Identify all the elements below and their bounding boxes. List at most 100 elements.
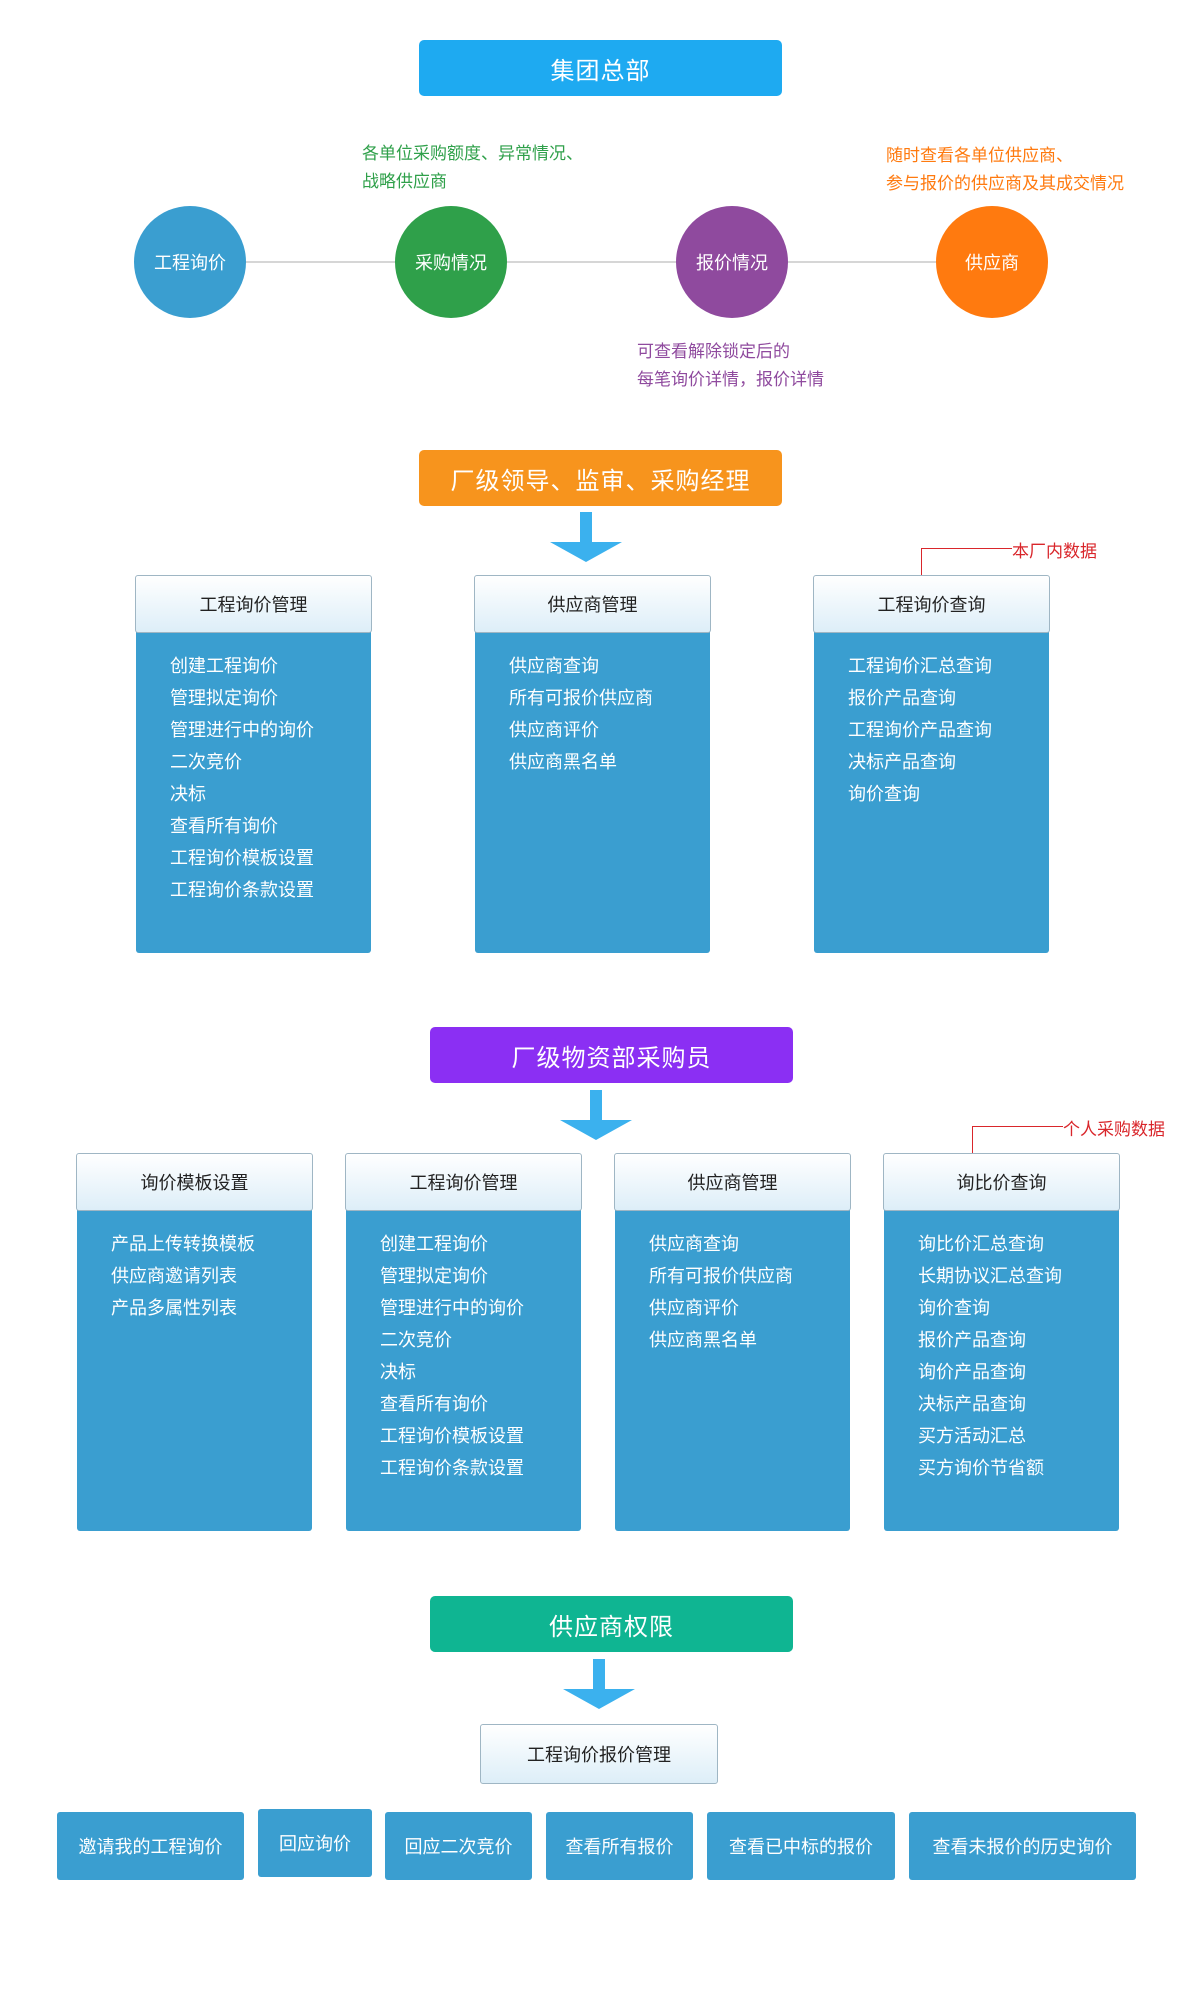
menu-item[interactable]: 询价查询 [848,784,920,805]
menu-item[interactable]: 买方询价节省额 [918,1458,1044,1479]
quote-mgmt-label: 工程询价报价管理 [527,1745,671,1766]
note-line: 可查看解除锁定后的 [637,342,790,362]
card-title: 供应商管理 [614,1153,851,1211]
menu-item[interactable]: 产品上传转换模板 [111,1234,255,1255]
btn-view-unquoted-history[interactable]: 查看未报价的历史询价 [909,1812,1136,1880]
quote-mgmt-box[interactable]: 工程询价报价管理 [480,1724,718,1784]
btn-label: 回应询价 [279,1834,351,1855]
btn-view-won-quotes[interactable]: 查看已中标的报价 [707,1812,895,1880]
menu-item[interactable]: 产品多属性列表 [111,1298,237,1319]
note-line: 参与报价的供应商及其成交情况 [886,174,1124,194]
menu-item[interactable]: 工程询价汇总查询 [848,656,992,677]
btn-invited-inquiries[interactable]: 邀请我的工程询价 [57,1812,244,1880]
menu-item[interactable]: 管理进行中的询价 [380,1298,524,1319]
menu-item[interactable]: 决标产品查询 [848,752,956,773]
red-callout-label: 个人采购数据 [1063,1120,1165,1140]
card-body: 供应商查询 所有可报价供应商 供应商评价 供应商黑名单 [475,625,710,953]
menu-item[interactable]: 工程询价产品查询 [848,720,992,741]
note-purchase: 各单位采购额度、异常情况、 战略供应商 [362,140,583,196]
menu-item[interactable]: 供应商邀请列表 [111,1266,237,1287]
menu-item[interactable]: 二次竞价 [170,752,242,773]
menu-item[interactable]: 查看所有询价 [380,1394,488,1415]
supplier-perm-header: 供应商权限 [430,1596,793,1652]
card-body: 产品上传转换模板 供应商邀请列表 产品多属性列表 [77,1203,312,1531]
btn-label: 邀请我的工程询价 [78,1837,223,1858]
note-line: 随时查看各单位供应商、 [886,146,1073,166]
circle-label: 采购情况 [415,253,487,274]
menu-item[interactable]: 创建工程询价 [170,656,278,677]
menu-item[interactable]: 工程询价条款设置 [380,1458,524,1479]
hq-connector-line [190,261,1010,263]
menu-item[interactable]: 供应商查询 [509,656,599,677]
note-supplier: 随时查看各单位供应商、 参与报价的供应商及其成交情况 [886,142,1124,198]
down-arrow-icon [563,1659,635,1709]
hq-title: 集团总部 [550,56,651,85]
circle-label: 工程询价 [154,253,226,274]
card-supplier-mgmt-2: 供应商管理 供应商查询 所有可报价供应商 供应商评价 供应商黑名单 [614,1153,851,1531]
menu-item[interactable]: 决标 [380,1362,416,1383]
menu-item[interactable]: 询比价汇总查询 [918,1234,1044,1255]
menu-item[interactable]: 管理拟定询价 [170,688,278,709]
btn-label: 回应二次竞价 [404,1837,513,1858]
supplier-perm-title: 供应商权限 [549,1612,674,1641]
btn-view-all-quotes[interactable]: 查看所有报价 [546,1812,693,1880]
menu-item[interactable]: 管理进行中的询价 [170,720,314,741]
menu-item[interactable]: 所有可报价供应商 [509,688,653,709]
note-line: 战略供应商 [362,172,447,192]
down-arrow-icon [550,512,622,562]
menu-item[interactable]: 工程询价模板设置 [380,1426,524,1447]
menu-item[interactable]: 供应商评价 [649,1298,739,1319]
menu-item[interactable]: 报价产品查询 [918,1330,1026,1351]
red-callout-line [921,548,1012,576]
circle-project-inquiry: 工程询价 [134,206,246,318]
circle-label: 报价情况 [696,253,768,274]
factory-leaders-header: 厂级领导、监审、采购经理 [419,450,782,506]
menu-item[interactable]: 供应商查询 [649,1234,739,1255]
card-body: 供应商查询 所有可报价供应商 供应商评价 供应商黑名单 [615,1203,850,1531]
card-body: 创建工程询价 管理拟定询价 管理进行中的询价 二次竞价 决标 查看所有询价 工程… [346,1203,581,1531]
btn-label: 查看所有报价 [565,1837,674,1858]
down-arrow-icon [560,1090,632,1140]
card-body: 创建工程询价 管理拟定询价 管理进行中的询价 二次竞价 决标 查看所有询价 工程… [136,625,371,953]
menu-item[interactable]: 工程询价模板设置 [170,848,314,869]
card-project-inquiry-mgmt-2: 工程询价管理 创建工程询价 管理拟定询价 管理进行中的询价 二次竞价 决标 查看… [345,1153,582,1531]
menu-item[interactable]: 供应商黑名单 [509,752,617,773]
btn-respond-inquiry[interactable]: 回应询价 [258,1809,372,1877]
purchaser-header: 厂级物资部采购员 [430,1027,793,1083]
card-title: 工程询价管理 [345,1153,582,1211]
red-callout-label: 本厂内数据 [1012,542,1097,562]
menu-item[interactable]: 供应商黑名单 [649,1330,757,1351]
btn-respond-second-bid[interactable]: 回应二次竞价 [385,1812,532,1880]
menu-item[interactable]: 询价查询 [918,1298,990,1319]
circle-supplier: 供应商 [936,206,1048,318]
card-title: 询比价查询 [883,1153,1120,1211]
menu-item[interactable]: 工程询价条款设置 [170,880,314,901]
menu-item[interactable]: 询价产品查询 [918,1362,1026,1383]
menu-item[interactable]: 报价产品查询 [848,688,956,709]
note-line: 各单位采购额度、异常情况、 [362,144,583,164]
menu-item[interactable]: 买方活动汇总 [918,1426,1026,1447]
menu-item[interactable]: 管理拟定询价 [380,1266,488,1287]
red-callout-line [972,1126,1063,1154]
menu-item[interactable]: 长期协议汇总查询 [918,1266,1062,1287]
circle-quote-status: 报价情况 [676,206,788,318]
btn-label: 查看已中标的报价 [729,1837,873,1858]
card-title: 供应商管理 [474,575,711,633]
card-body: 工程询价汇总查询 报价产品查询 工程询价产品查询 决标产品查询 询价查询 [814,625,1049,953]
purchaser-title: 厂级物资部采购员 [511,1043,712,1072]
menu-item[interactable]: 所有可报价供应商 [649,1266,793,1287]
menu-item[interactable]: 二次竞价 [380,1330,452,1351]
card-title: 询价模板设置 [76,1153,313,1211]
menu-item[interactable]: 查看所有询价 [170,816,278,837]
factory-leaders-title: 厂级领导、监审、采购经理 [450,466,751,495]
menu-item[interactable]: 决标产品查询 [918,1394,1026,1415]
card-title: 工程询价管理 [135,575,372,633]
hq-header: 集团总部 [419,40,782,96]
card-inquiry-template: 询价模板设置 产品上传转换模板 供应商邀请列表 产品多属性列表 [76,1153,313,1531]
menu-item[interactable]: 供应商评价 [509,720,599,741]
menu-item[interactable]: 创建工程询价 [380,1234,488,1255]
menu-item[interactable]: 决标 [170,784,206,805]
card-body: 询比价汇总查询 长期协议汇总查询 询价查询 报价产品查询 询价产品查询 决标产品… [884,1203,1119,1531]
circle-label: 供应商 [965,253,1019,274]
card-title: 工程询价查询 [813,575,1050,633]
